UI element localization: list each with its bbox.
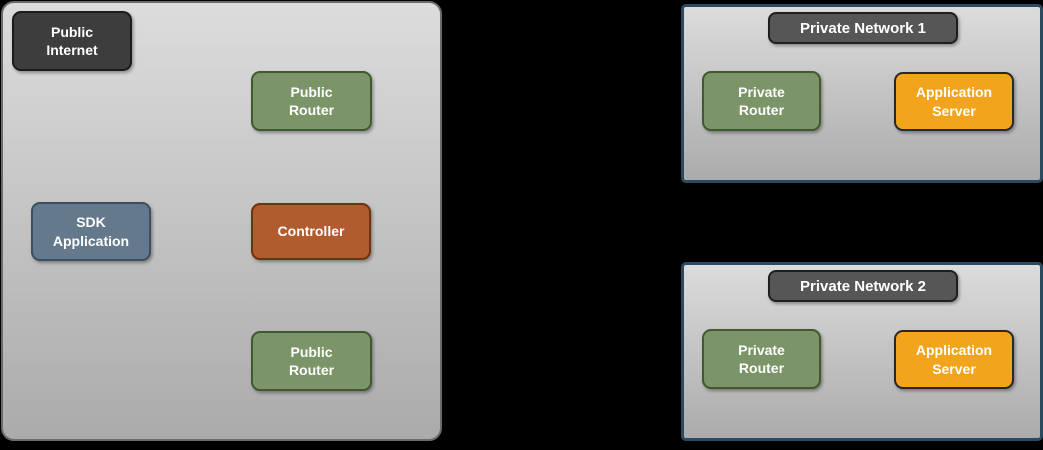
private-network-2-container: Private Network 2 Private Router Applica… — [681, 262, 1043, 441]
application-server-1-node: Application Server — [894, 72, 1014, 131]
application-server-2-node: Application Server — [894, 330, 1014, 389]
private-network-1-title: Private Network 1 — [768, 12, 958, 44]
sdk-application-node: SDK Application — [31, 202, 151, 261]
private-router-2-node: Private Router — [702, 329, 821, 389]
public-internet-node: Public Internet — [12, 11, 132, 71]
private-network-1-container: Private Network 1 Private Router Applica… — [681, 4, 1043, 183]
public-router-top-node: Public Router — [251, 71, 372, 131]
private-router-1-node: Private Router — [702, 71, 821, 131]
public-router-bottom-node: Public Router — [251, 331, 372, 391]
controller-node: Controller — [251, 203, 371, 260]
private-network-2-title: Private Network 2 — [768, 270, 958, 302]
public-zone-container: Public Internet Public Router SDK Applic… — [1, 1, 442, 441]
